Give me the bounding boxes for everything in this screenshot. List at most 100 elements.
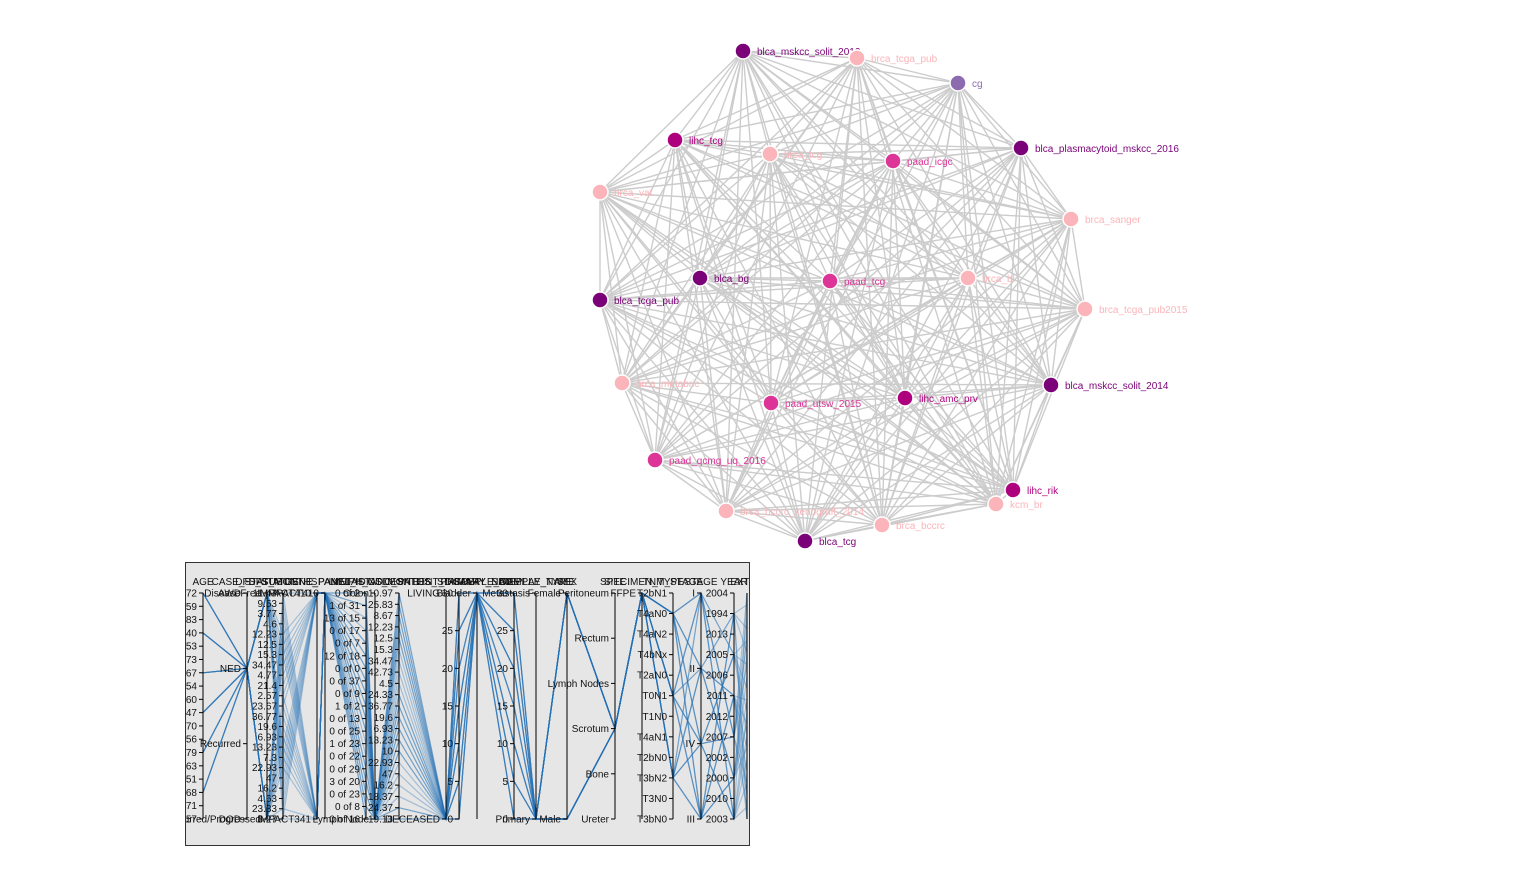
node-label: brca_sanger (1085, 215, 1141, 226)
network-node-lihc_amc_prv[interactable]: lihc_amc_prv (896, 389, 978, 407)
network-edge (1012, 384, 1052, 491)
node-circle[interactable] (949, 74, 967, 92)
network-edge (769, 82, 959, 155)
network-node-blca_bg[interactable]: blca_bg (691, 269, 749, 287)
node-circle[interactable] (1012, 139, 1030, 157)
node-circle[interactable] (884, 152, 902, 170)
network-edge (599, 299, 772, 404)
node-circle[interactable] (613, 374, 631, 392)
network-node-kcm_br[interactable]: kcm_br (987, 495, 1043, 513)
pc-tick-label: 0 of 13 (329, 714, 360, 725)
pc-tick-label: LIVING (407, 589, 440, 600)
pc-tick-label: 36.77 (368, 702, 393, 713)
network-node-paad_qcmg_uq_2016[interactable]: paad_qcmg_uq_2016 (646, 451, 766, 469)
node-circle[interactable] (761, 145, 779, 163)
network-node-brca_bccrc_xenograft_2014[interactable]: brca_bccrc_xenograft_2014 (717, 502, 864, 520)
node-circle[interactable] (762, 394, 780, 412)
network-node-brca_bccrc[interactable]: brca_bccrc (873, 516, 945, 534)
network-node-blca_mskcc_solit_2012[interactable]: blca_mskcc_solit_2012 (734, 42, 861, 60)
node-circle[interactable] (821, 272, 839, 290)
network-edge (654, 459, 727, 512)
node-circle[interactable] (959, 269, 977, 287)
node-circle[interactable] (1076, 300, 1094, 318)
network-edge (621, 277, 969, 384)
parallel-coordinates-plot[interactable]: AGE725983405373675460477056796351687157C… (186, 563, 749, 845)
network-edge (967, 277, 997, 505)
network-node-brca_tcga_pub2015[interactable]: brca_tcga_pub2015 (1076, 300, 1188, 318)
network-node-lihc_rik[interactable]: lihc_rik (1004, 481, 1059, 499)
pc-axis-extra[interactable]: EXTRA (730, 577, 749, 819)
network-edge (957, 82, 1022, 149)
network-node-blca_tcg[interactable]: blca_tcg (796, 532, 856, 550)
network-node-blca_mskcc_solit_2014[interactable]: blca_mskcc_solit_2014 (1042, 376, 1169, 394)
node-circle[interactable] (796, 532, 814, 550)
node-circle[interactable] (591, 183, 609, 201)
network-node-brca_vat[interactable]: brca_vat (591, 183, 653, 201)
pc-axis-year[interactable]: YEAR200419942013200520062011201220072002… (706, 577, 748, 826)
node-circle[interactable] (734, 42, 752, 60)
pc-axis-tnm_stage[interactable]: TNM_STAGET2bN1T4aN0T4aN2T4bNxT2aN0T0N1T1… (637, 577, 704, 826)
node-circle[interactable] (591, 291, 609, 309)
network-edge (725, 510, 883, 526)
node-circle[interactable] (691, 269, 709, 287)
network-node-brca_metabric[interactable]: brca_metabric (613, 374, 699, 392)
pc-tick-label: 51 (186, 775, 197, 786)
network-edge (892, 160, 1014, 491)
network-node-paad_icgc[interactable]: paad_icgc (884, 152, 953, 170)
network-edge (621, 382, 806, 542)
node-circle[interactable] (896, 389, 914, 407)
network-node-blca_tcga_pub[interactable]: blca_tcga_pub (591, 291, 679, 309)
node-circle[interactable] (873, 516, 891, 534)
network-node-blca_plasmacytoid_mskcc_2016[interactable]: blca_plasmacytoid_mskcc_2016 (1012, 139, 1179, 157)
node-circle[interactable] (987, 495, 1005, 513)
node-circle[interactable] (666, 131, 684, 149)
pc-tick-label: AWD (218, 589, 241, 600)
network-edge (742, 50, 1052, 386)
node-circle[interactable] (717, 502, 735, 520)
node-circle[interactable] (1062, 210, 1080, 228)
node-circle[interactable] (646, 451, 664, 469)
node-circle[interactable] (1042, 376, 1060, 394)
network-edge (892, 160, 1086, 310)
network-node-paad_utsw_2015[interactable]: paad_utsw_2015 (762, 394, 862, 412)
node-label: paad_utsw_2015 (785, 399, 862, 410)
network-edge (621, 382, 1014, 491)
node-circle[interactable] (1004, 481, 1022, 499)
network-node-brca_tcga_pub[interactable]: brca_tcga_pub (848, 49, 938, 67)
pc-axis-title: LYMPH_NODES (329, 577, 404, 588)
network-node-lihc_tcg[interactable]: lihc_tcg (666, 131, 723, 149)
network-edge (654, 459, 997, 505)
node-circle[interactable] (848, 49, 866, 67)
pc-tick-label: 10 (382, 747, 394, 758)
network-node-paad_tcg[interactable]: paad_tcg (821, 272, 885, 290)
pc-axis-os_months[interactable]: OS_MONTHS10.9725.838.6712.2312.515.334.4… (367, 577, 431, 826)
pc-tick-label: T2aN0 (637, 671, 667, 682)
network-node-cg[interactable]: cg (949, 74, 983, 92)
network-node-brca_sanger[interactable]: brca_sanger (1062, 210, 1141, 228)
pc-axes[interactable]: AGE725983405373675460477056796351687157C… (186, 577, 749, 826)
network-edge (699, 153, 771, 279)
network-node-brca_tcg[interactable]: brca_tcg (761, 145, 822, 163)
pc-axis-dfs_months[interactable]: DFS_MONTHS11.479.533.774.612.2312.515.33… (249, 577, 318, 826)
pc-tick-label: 25 (497, 626, 509, 637)
pc-axis-dfs_status[interactable]: DFS_STATUSDiseaseFreeRecurred/Progressed (186, 577, 299, 826)
network-node-brca_bl[interactable]: brca_bl (959, 269, 1015, 287)
